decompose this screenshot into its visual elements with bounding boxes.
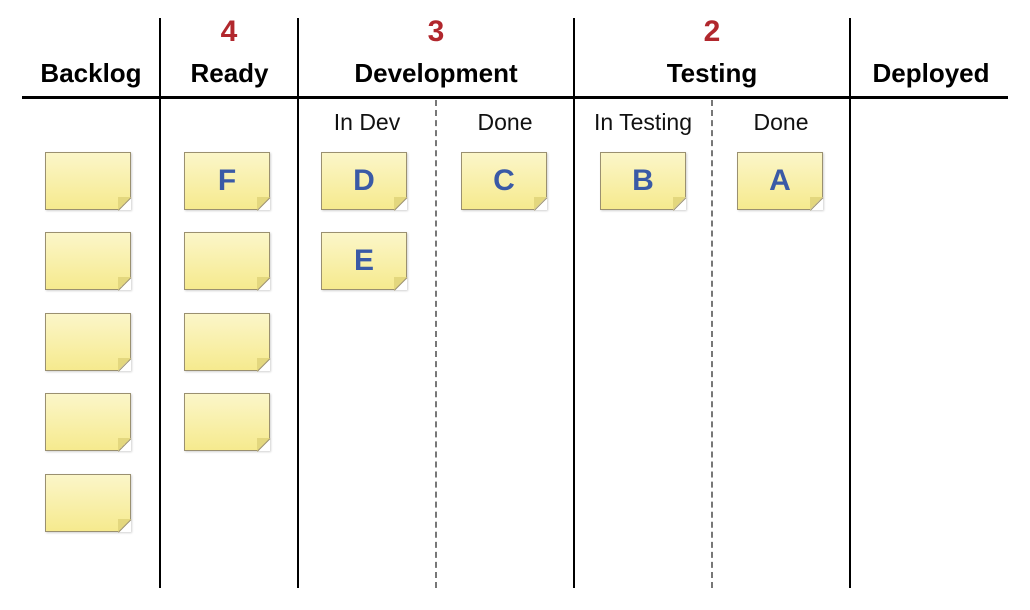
in-testing-card[interactable]: B — [600, 152, 686, 210]
column-divider — [573, 18, 575, 588]
card-fold — [257, 277, 270, 290]
card-fold — [118, 358, 131, 371]
subcolumn-divider — [435, 100, 437, 588]
backlog-card[interactable] — [45, 474, 131, 532]
card-label: E — [353, 244, 374, 277]
card-fold — [118, 438, 131, 451]
subcolumn-title-dev-done: Done — [477, 109, 533, 135]
subcolumn-title-in-dev: In Dev — [333, 109, 401, 135]
card-label: B — [632, 164, 654, 197]
card-fold — [810, 197, 823, 210]
card-fold — [394, 277, 407, 290]
dev-done-card[interactable]: C — [461, 152, 547, 210]
card-fold — [257, 197, 270, 210]
card-label: D — [353, 164, 375, 197]
subcolumn-title-test-done: Done — [753, 109, 809, 135]
subcolumn-divider — [711, 100, 713, 588]
column-divider — [849, 18, 851, 588]
ready-card[interactable] — [184, 232, 270, 290]
card-fold — [257, 358, 270, 371]
backlog-card[interactable] — [45, 232, 131, 290]
column-title-testing: Testing — [666, 58, 758, 88]
ready-wip-limit: 4 — [220, 15, 238, 48]
backlog-card[interactable] — [45, 393, 131, 451]
card-fold — [534, 197, 547, 210]
in-dev-card[interactable]: E — [321, 232, 407, 290]
subcolumn-title-in-testing: In Testing — [593, 109, 693, 135]
card-label: F — [217, 164, 237, 197]
column-title-backlog: Backlog — [40, 58, 142, 88]
card-fold — [118, 277, 131, 290]
card-fold — [118, 197, 131, 210]
header-divider — [22, 96, 1008, 99]
card-label: C — [493, 164, 515, 197]
column-divider — [297, 18, 299, 588]
column-divider — [159, 18, 161, 588]
column-title-ready: Ready — [190, 58, 269, 88]
backlog-card[interactable] — [45, 152, 131, 210]
testing-wip-limit: 2 — [703, 15, 721, 48]
in-dev-card[interactable]: D — [321, 152, 407, 210]
column-title-development: Development — [354, 58, 518, 88]
card-fold — [257, 438, 270, 451]
ready-card[interactable] — [184, 313, 270, 371]
card-fold — [118, 519, 131, 532]
column-title-deployed: Deployed — [872, 58, 990, 88]
card-fold — [394, 197, 407, 210]
card-label: A — [769, 164, 791, 197]
card-fold — [673, 197, 686, 210]
development-wip-limit: 3 — [427, 15, 445, 48]
ready-card[interactable] — [184, 393, 270, 451]
test-done-card[interactable]: A — [737, 152, 823, 210]
backlog-card[interactable] — [45, 313, 131, 371]
ready-card[interactable]: F — [184, 152, 270, 210]
